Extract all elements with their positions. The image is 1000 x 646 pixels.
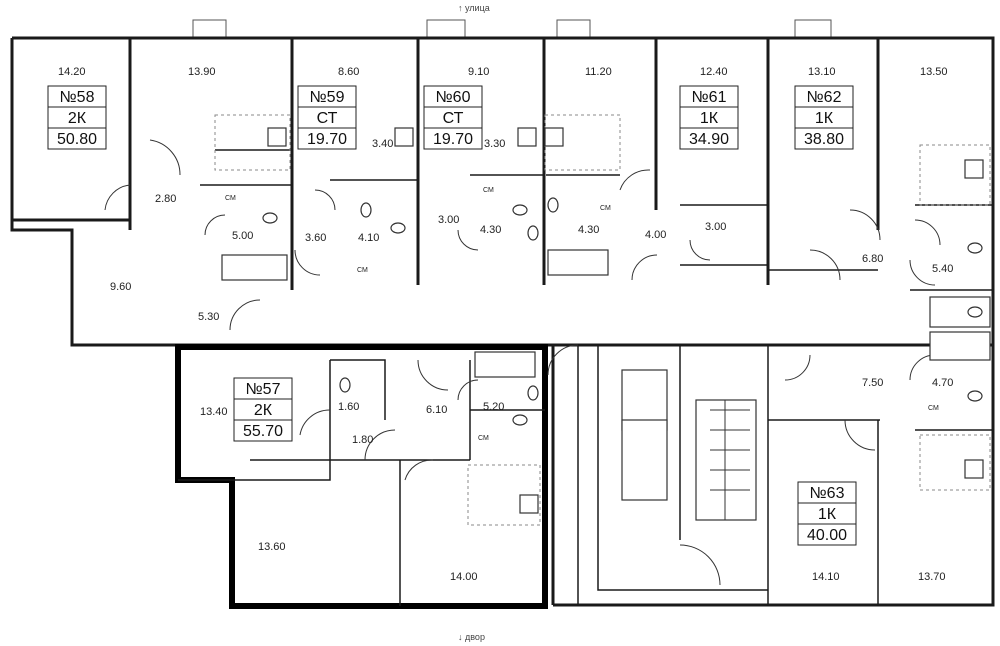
- apartment-total-area: 19.70: [433, 131, 473, 148]
- room-area-label: 14.20: [58, 66, 86, 78]
- washing-machine-label: СМ: [928, 405, 939, 412]
- room-area-label: 5.00: [232, 230, 253, 242]
- washing-machine-label: СМ: [225, 195, 236, 202]
- room-area-label: 3.30: [484, 138, 505, 150]
- room-area-label: 4.70: [932, 377, 953, 389]
- apartment-total-area: 19.70: [307, 131, 347, 148]
- doors: [104, 139, 941, 481]
- room-area-label: 13.70: [918, 571, 946, 583]
- apartment-number: №58: [60, 89, 95, 106]
- apartment-type: СТ: [317, 110, 338, 127]
- room-area-label: 6.80: [862, 253, 883, 265]
- apartment-info-frame: [47, 85, 107, 150]
- apartment-58-info: №58 2К 50.80: [47, 85, 107, 150]
- room-area-label: 7.50: [862, 377, 883, 389]
- apartment-61-info: №61 1К 34.90: [679, 85, 739, 150]
- room-area-label: 4.10: [358, 232, 379, 244]
- apartment-57-info: №57 2К 55.70: [233, 377, 293, 442]
- room-area-label: 5.20: [483, 401, 504, 413]
- washing-machine-labels: СМ СМ СМ СМ СМ СМ: [225, 187, 939, 442]
- apartment-total-area: 55.70: [243, 423, 283, 440]
- room-area-label: 11.20: [585, 66, 612, 78]
- room-area-label: 4.30: [578, 224, 599, 236]
- room-area-label: 13.10: [808, 66, 836, 78]
- walls: [10, 36, 995, 607]
- apartment-info-frame: [233, 377, 293, 442]
- apartment-type: 2К: [68, 110, 87, 127]
- room-area-label: 3.60: [305, 232, 326, 244]
- top-windows: [192, 19, 832, 39]
- room-area-label: 3.40: [372, 138, 393, 150]
- room-area-label: 13.50: [920, 66, 948, 78]
- room-area-label: 3.00: [705, 221, 726, 233]
- bathtubs: [221, 249, 991, 378]
- room-area-label: 4.00: [645, 229, 666, 241]
- room-area-label: 9.60: [110, 281, 131, 293]
- apartment-info-frame: [297, 85, 357, 150]
- room-area-label: 13.60: [258, 541, 286, 553]
- sanitary-fixtures: [262, 197, 983, 426]
- room-area-label: 8.60: [338, 66, 359, 78]
- room-area-labels: 14.20 13.90 8.60 9.10 11.20 12.40 13.10 13.50 3.…: [58, 66, 953, 583]
- apartment-number: №59: [310, 89, 345, 106]
- room-area-label: 3.00: [438, 214, 459, 226]
- stoves: [267, 127, 984, 514]
- apartment-total-area: 34.90: [689, 131, 729, 148]
- washing-machine-label: СМ: [600, 205, 611, 212]
- apartment-type: 1К: [700, 110, 719, 127]
- washing-machine-label: СМ: [483, 187, 494, 194]
- apartment-number: №63: [810, 485, 845, 502]
- kitchen-zones: [214, 114, 991, 526]
- room-area-label: 4.30: [480, 224, 501, 236]
- apartment-total-area: 50.80: [57, 131, 97, 148]
- apartment-info-frame: [423, 85, 483, 150]
- apartment-type: 1К: [818, 506, 837, 523]
- orientation-street: ↑ улица: [458, 3, 490, 13]
- room-area-label: 14.10: [812, 571, 840, 583]
- apartment-info-frame: [679, 85, 739, 150]
- room-area-label: 13.90: [188, 66, 216, 78]
- washing-machine-label: СМ: [478, 435, 489, 442]
- washing-machine-label: СМ: [357, 267, 368, 274]
- room-area-label: 9.10: [468, 66, 489, 78]
- apartment-number: №62: [807, 89, 842, 106]
- room-area-label: 1.60: [338, 401, 359, 413]
- apartment-type: СТ: [443, 110, 464, 127]
- apartment-number: №61: [692, 89, 727, 106]
- room-area-label: 6.10: [426, 404, 447, 416]
- apartment-total-area: 38.80: [804, 131, 844, 148]
- apartment-info-frame: [797, 481, 857, 546]
- room-area-label: 5.40: [932, 263, 953, 275]
- room-area-label: 2.80: [155, 193, 176, 205]
- apartment-total-area: 40.00: [807, 527, 847, 544]
- room-area-label: 12.40: [700, 66, 728, 78]
- orientation-yard: ↓ двор: [458, 632, 485, 642]
- room-area-label: 13.40: [200, 406, 228, 418]
- apartment-63-info: №63 1К 40.00: [797, 481, 857, 546]
- apartment-info-frame: [794, 85, 854, 150]
- apartment-number: №60: [436, 89, 471, 106]
- apartment-62-info: №62 1К 38.80: [794, 85, 854, 150]
- room-area-label: 5.30: [198, 311, 219, 323]
- room-area-label: 14.00: [450, 571, 478, 583]
- apartment-type: 2К: [254, 402, 273, 419]
- apartment-number: №57: [246, 381, 281, 398]
- stairwell: [621, 369, 757, 586]
- apartment-type: 1К: [815, 110, 834, 127]
- apartment-57-inner-walls: [178, 359, 545, 606]
- apartment-57-outline: [175, 344, 548, 609]
- room-area-label: 1.80: [352, 434, 373, 446]
